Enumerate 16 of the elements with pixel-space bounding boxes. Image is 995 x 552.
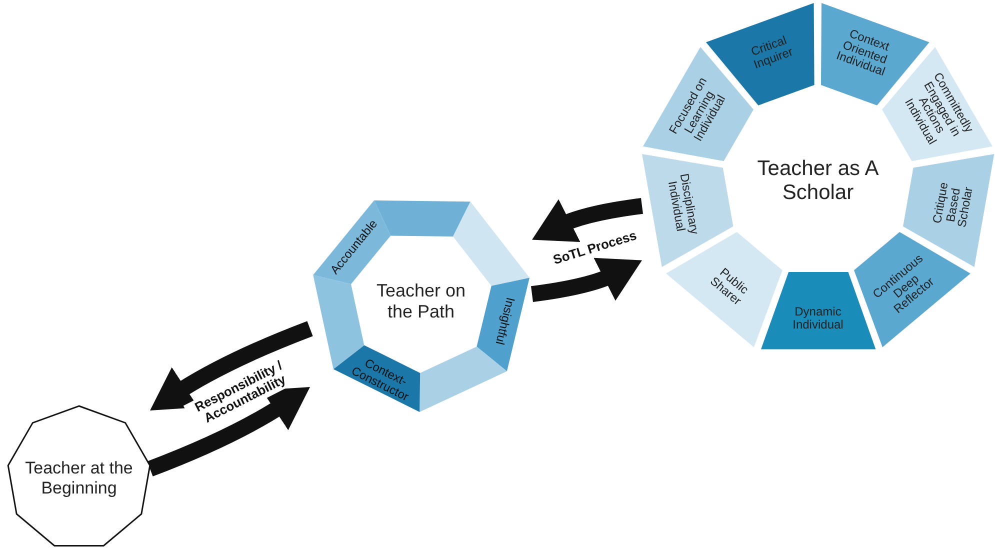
segment-trapezoid (642, 154, 734, 267)
center-title: Teacher on the Path (375, 280, 467, 322)
segment-label: Critical Inquirer (748, 32, 796, 74)
segment-trapezoid (760, 272, 876, 350)
ring-label: Insightful (491, 295, 518, 348)
segment-label: Disciplinary Individual (664, 171, 702, 238)
block-arrow (530, 257, 642, 302)
center-title: Teacher at the Beginning (24, 458, 134, 498)
nonagon-shape (8, 406, 150, 546)
segment-label: Critique Based Scholar (928, 180, 976, 230)
segment-trapezoid (854, 232, 970, 347)
center-title: Teacher as A Scholar (756, 156, 880, 206)
segment-label: Dynamic Individual (792, 305, 844, 331)
block-arrow (150, 321, 313, 410)
segment-trapezoid (666, 232, 782, 347)
block-arrow (147, 387, 310, 476)
